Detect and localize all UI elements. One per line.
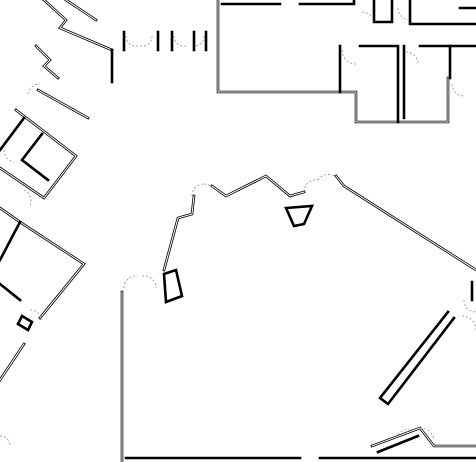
door-swing	[361, 11, 375, 23]
door-swing	[23, 189, 32, 207]
door-swing	[461, 315, 476, 331]
fixture	[16, 314, 34, 332]
door-swing	[173, 35, 187, 47]
door-swing	[395, 429, 411, 439]
room-wall	[0, 206, 86, 320]
hall-north-wall	[162, 174, 476, 272]
door-swing	[141, 275, 157, 289]
door-swing	[463, 299, 476, 313]
room-wall	[0, 108, 78, 200]
room-outer-wall	[216, 0, 450, 124]
interior-wall-diagonal	[378, 310, 456, 406]
door-swing	[123, 275, 139, 289]
column	[284, 204, 315, 228]
top-left-wing	[27, 0, 114, 120]
top-corridor	[110, 30, 208, 84]
door-swing	[341, 49, 357, 65]
door-swing	[3, 149, 15, 163]
top-right-room-block	[216, 0, 476, 124]
door-swing	[317, 174, 335, 181]
door-swing	[303, 179, 319, 193]
door-swing	[125, 35, 139, 47]
door-swing	[139, 35, 153, 47]
corridor-wall-stub	[64, 0, 98, 22]
left-lower-wing	[0, 189, 86, 447]
corridor-wall-lower	[36, 88, 90, 120]
bottom-walls	[124, 426, 476, 460]
left-double-room	[0, 108, 78, 200]
door-swing	[203, 183, 215, 191]
door-swing	[191, 183, 205, 197]
door-swing	[451, 83, 465, 97]
corridor-wall-north	[110, 30, 208, 84]
bottom-right-room	[370, 426, 476, 454]
door-swing	[397, 7, 411, 21]
central-hall	[120, 174, 476, 462]
column	[162, 268, 184, 304]
room-divider	[0, 116, 50, 182]
door-swing	[0, 435, 11, 447]
room-divider	[0, 220, 22, 302]
door-swing	[27, 83, 41, 95]
corridor-wall-lower	[0, 342, 26, 382]
door-swing	[29, 309, 43, 321]
lower-partition	[338, 44, 476, 124]
small-room-wall	[34, 44, 60, 80]
door-swing	[405, 51, 419, 65]
upper-partition	[220, 0, 476, 26]
corridor-wall-upper	[42, 0, 114, 52]
door-swing	[419, 427, 435, 441]
door-swing	[195, 35, 205, 47]
